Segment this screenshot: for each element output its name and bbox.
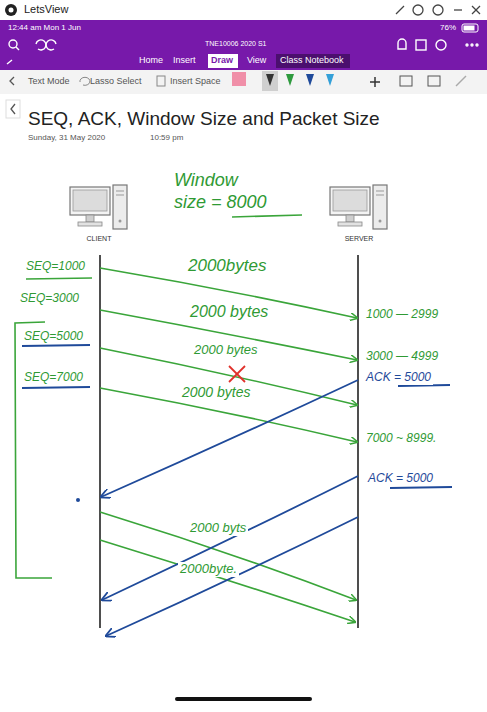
received-range: 1000 — 2999 <box>364 308 440 322</box>
page-title: SEQ, ACK, Window Size and Packet Size <box>28 108 380 130</box>
page-date: Sunday, 31 May 2020 <box>28 133 105 142</box>
received-range: 7000 ~ 8999. <box>364 432 438 446</box>
segment-size: 2000 byts <box>188 521 248 536</box>
window-size-note: Window size = 8000 <box>172 170 273 213</box>
ribbon-tab: View <box>247 55 266 65</box>
seq-number: SEQ=1000 <box>24 260 87 274</box>
seq-number: SEQ=3000 <box>18 292 81 306</box>
battery-level: 76% <box>440 23 456 32</box>
pen-tools <box>10 71 466 91</box>
segment-size: 2000 bytes <box>180 384 253 400</box>
tool-icons <box>80 76 165 86</box>
window-bar <box>0 0 487 20</box>
client-lifeline <box>99 255 101 628</box>
ack-arrows <box>101 380 358 636</box>
data-segment-arrows <box>100 268 357 622</box>
seq-number: SEQ=5000 <box>22 330 85 344</box>
tab-dark <box>276 54 350 68</box>
computer-label: CLIENT <box>66 233 132 242</box>
tool-name: Lasso Select <box>90 76 142 86</box>
lost-mark <box>229 366 245 382</box>
app-icon <box>5 4 17 16</box>
ribbon <box>0 20 487 70</box>
back-button <box>6 100 20 118</box>
notebook-name: TNE10006 2020 S1 <box>205 40 267 48</box>
ribbon-tab: Insert <box>173 55 196 65</box>
ack-number: ACK = 5000 <box>366 472 435 486</box>
server-lifeline <box>357 255 359 628</box>
computer-node: SERVER <box>326 183 392 242</box>
page-time: 10:59 pm <box>150 133 183 142</box>
window-bracket <box>15 215 302 578</box>
segment-size: 2000 bytes <box>188 303 270 321</box>
pen-dot <box>76 498 80 502</box>
seq-number: SEQ=7000 <box>22 371 85 385</box>
segment-size: 2000bytes <box>186 256 268 276</box>
status-time: 12:44 am Mon 1 Jun <box>8 23 81 32</box>
ribbon-icons <box>7 39 478 64</box>
computer-node: CLIENT <box>66 183 132 242</box>
tool-name: Text Mode <box>28 76 70 86</box>
received-range: 3000 — 4999 <box>364 350 440 364</box>
app-name: LetsView <box>24 3 68 16</box>
home-indicator <box>175 697 312 701</box>
underlines <box>22 345 452 488</box>
computer-icon <box>69 183 129 233</box>
ribbon-tab: Draw <box>211 55 233 65</box>
computer-icon <box>329 183 389 233</box>
computer-label: SERVER <box>326 233 392 242</box>
segment-size: 2000 bytes <box>192 343 260 358</box>
toolbar <box>0 70 487 94</box>
ack-number: ACK = 5000 <box>364 371 433 385</box>
ribbon-tab: Home <box>139 55 163 65</box>
tool-name: Insert Space <box>170 76 221 86</box>
tab-selected <box>208 54 238 68</box>
ribbon-tab: Class Notebook <box>280 55 344 65</box>
segment-size: 2000byte. <box>178 562 239 577</box>
battery <box>462 24 478 32</box>
window-buttons <box>396 5 480 15</box>
